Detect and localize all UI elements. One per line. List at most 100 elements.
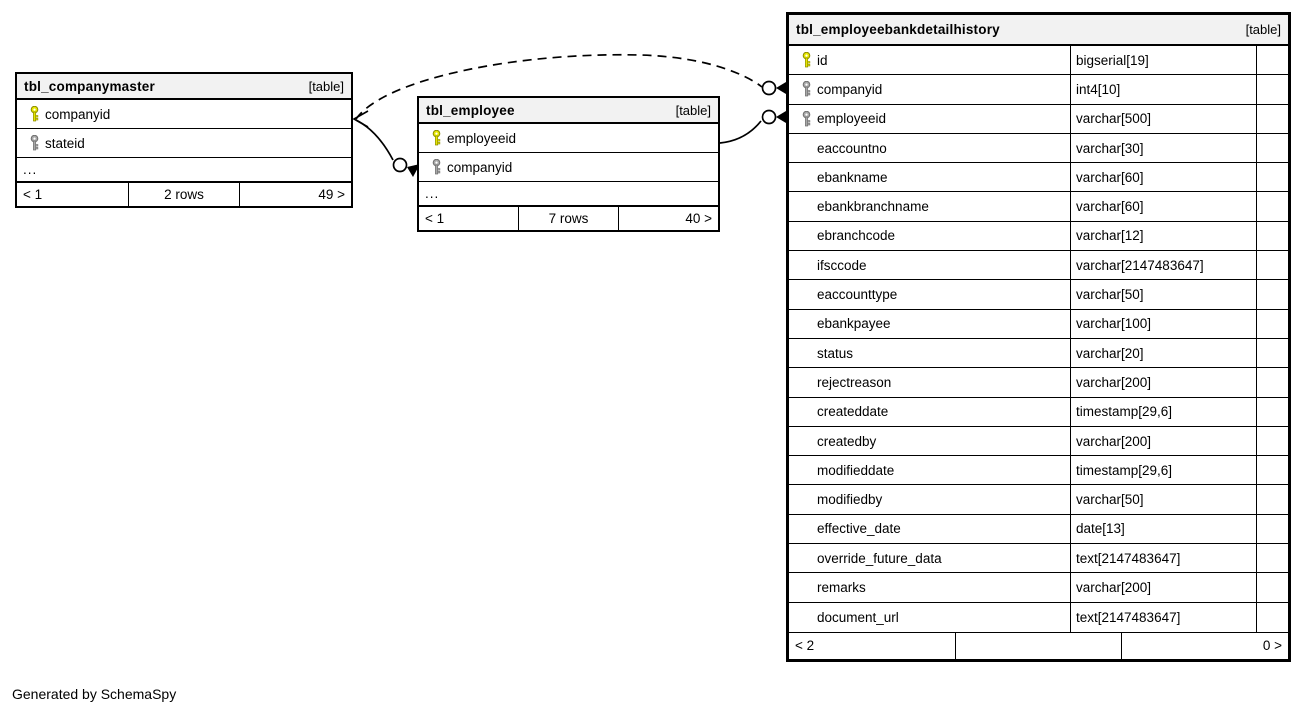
column-name-text: ebankbranchname xyxy=(817,199,929,215)
column-row-companyid[interactable]: companyid xyxy=(419,153,718,182)
column-row-employeeid[interactable]: employeeid xyxy=(419,124,718,153)
column-name-text: modifieddate xyxy=(817,462,895,478)
column-type-cell: varchar[100] xyxy=(1070,309,1256,338)
column-type-cell: varchar[50] xyxy=(1070,280,1256,309)
column-row-companyid[interactable]: companyid xyxy=(17,100,351,129)
column-type-cell: varchar[20] xyxy=(1070,338,1256,368)
column-name-cell: createdby xyxy=(789,427,1070,455)
more-columns-indicator: ... xyxy=(419,182,718,206)
table-type-tag: [table] xyxy=(308,78,344,94)
column-name-text: override_future_data xyxy=(817,550,942,566)
column-name-text: effective_date xyxy=(817,521,901,537)
column-name-text: modifiedby xyxy=(817,492,883,508)
table-footer: < 1 2 rows 49 > xyxy=(17,182,351,206)
column-type-cell: varchar[30] xyxy=(1070,133,1256,163)
column-name-cell: employeeid xyxy=(789,105,1070,133)
column-row-override_future_data[interactable]: override_future_data text[2147483647] xyxy=(789,544,1288,574)
column-name-cell: createddate xyxy=(789,398,1070,426)
footer-next-page[interactable]: 49 > xyxy=(239,183,351,206)
column-row-stateid[interactable]: stateid xyxy=(17,129,351,158)
foreign-key-icon xyxy=(795,110,817,127)
table-box-tbl_companymaster[interactable]: tbl_companymaster [table] companyid xyxy=(15,72,353,208)
column-name-text: ebranchcode xyxy=(817,228,896,244)
column-row-id[interactable]: id bigserial[19] xyxy=(789,46,1288,76)
column-extra-cell xyxy=(1256,46,1288,75)
column-name-cell: employeeid xyxy=(419,124,718,152)
column-name-cell: ebankname xyxy=(789,163,1070,191)
column-name-cell: eaccountno xyxy=(789,134,1070,162)
column-name-cell: companyid xyxy=(789,75,1070,103)
column-name-text: id xyxy=(817,52,828,68)
column-name-text: companyid xyxy=(447,159,513,175)
column-name-cell: eaccounttype xyxy=(789,280,1070,308)
column-type-cell: varchar[60] xyxy=(1070,163,1256,192)
column-extra-cell xyxy=(1256,602,1288,632)
table-header-tbl_companymaster: tbl_companymaster [table] xyxy=(17,74,351,100)
footer-prev-page[interactable]: < 1 xyxy=(23,187,43,202)
column-type-cell: bigserial[19] xyxy=(1070,46,1256,75)
column-extra-cell xyxy=(1256,280,1288,309)
column-name-cell: stateid xyxy=(17,129,351,157)
column-row-status[interactable]: status varchar[20] xyxy=(789,338,1288,369)
footer-next-page[interactable]: 0 > xyxy=(1121,632,1288,659)
column-type-cell: timestamp[29,6] xyxy=(1070,397,1256,426)
table-footer: < 1 7 rows 40 > xyxy=(419,206,718,230)
column-type-cell: varchar[2147483647] xyxy=(1070,251,1256,280)
column-type-cell: int4[10] xyxy=(1070,75,1256,104)
column-type-cell: varchar[200] xyxy=(1070,368,1256,397)
column-name-text: stateid xyxy=(45,135,85,151)
column-name-text: companyid xyxy=(45,106,111,122)
footer-next-page[interactable]: 40 > xyxy=(618,207,718,230)
column-list: employeeid companyid ... < 1 xyxy=(419,124,718,230)
column-extra-cell xyxy=(1256,368,1288,397)
column-extra-cell xyxy=(1256,251,1288,280)
relationship-companymaster-to-employee xyxy=(355,119,420,177)
table-header-tbl_employeebankdetailhistory: tbl_employeebankdetailhistory [table] xyxy=(789,15,1288,46)
column-extra-cell xyxy=(1256,573,1288,602)
column-name-text: eaccounttype xyxy=(817,287,898,303)
column-name-text: ebankpayee xyxy=(817,316,891,332)
relationship-employee-to-history xyxy=(719,109,786,144)
table-title: tbl_employeebankdetailhistory xyxy=(796,22,1000,37)
column-row-eaccounttype[interactable]: eaccounttype varchar[50] xyxy=(789,280,1288,310)
column-name-text: employeeid xyxy=(447,130,517,146)
column-name-cell: id xyxy=(789,46,1070,74)
column-name-cell: ebankbranchname xyxy=(789,192,1070,220)
table-box-tbl_employee[interactable]: tbl_employee [table] employeeid xyxy=(417,96,720,232)
footer-prev-page[interactable]: < 2 xyxy=(795,638,815,654)
table-header-tbl_employee: tbl_employee [table] xyxy=(419,98,718,124)
table-footer: < 2 0 > xyxy=(789,631,1288,659)
column-extra-cell xyxy=(1256,163,1288,192)
column-extra-cell xyxy=(1256,485,1288,514)
column-name-text: document_url xyxy=(817,609,899,625)
primary-key-icon xyxy=(795,52,817,68)
table-type-tag: [table] xyxy=(675,102,711,118)
column-row-ebankpayee[interactable]: ebankpayee varchar[100] xyxy=(789,309,1288,339)
footer-prev-page[interactable]: < 1 xyxy=(425,211,445,226)
table-title: tbl_employee xyxy=(426,102,515,118)
table-box-tbl_employeebankdetailhistory[interactable]: tbl_employeebankdetailhistory [table] id… xyxy=(786,12,1291,662)
footer-row-count: 7 rows xyxy=(518,207,618,230)
column-name-text: status xyxy=(817,345,854,361)
column-name-cell: remarks xyxy=(789,573,1070,601)
column-name-text: companyid xyxy=(817,81,883,97)
column-row-companyid[interactable]: companyid int4[10] xyxy=(789,75,1288,105)
more-columns-indicator: ... xyxy=(17,158,351,182)
foreign-key-icon xyxy=(23,135,45,151)
foreign-key-icon xyxy=(795,81,817,97)
column-type-cell: text[2147483647] xyxy=(1070,544,1256,573)
